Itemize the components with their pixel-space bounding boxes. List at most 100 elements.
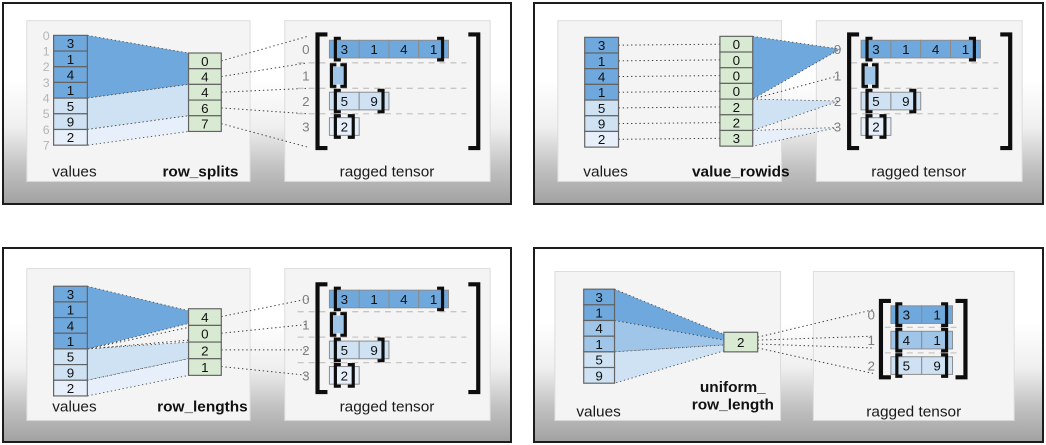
values-cell-label: 1	[67, 83, 74, 98]
param-to-tensor-connector	[757, 335, 874, 341]
row-open-bracket	[895, 302, 903, 327]
row-close-bracket	[437, 36, 445, 62]
values-cell-label: 9	[598, 117, 605, 132]
tensor-cell-label: 1	[370, 292, 377, 307]
row-close-bracket	[377, 88, 385, 114]
param-cell-label: 2	[201, 343, 208, 358]
values-cell-label: 5	[67, 350, 74, 365]
row-close-bracket	[377, 337, 385, 363]
param-cell	[719, 129, 754, 147]
tensor-cell-label: 2	[341, 120, 348, 135]
funnel-dark	[86, 34, 189, 99]
values-cell-label: 3	[67, 36, 74, 51]
values-cell	[53, 128, 88, 146]
row-close-bracket	[909, 88, 917, 114]
tensor-cell-label: 9	[370, 343, 377, 358]
tensor-row-index: 3	[302, 120, 309, 135]
funnel-dark	[752, 35, 842, 100]
row-close-bracket	[879, 114, 887, 139]
param-cell-label: 4	[201, 310, 208, 325]
param-to-tensor-connector	[757, 309, 874, 338]
row-open-bracket	[865, 114, 873, 139]
tensor-row-index: 0	[302, 292, 309, 307]
param-label: row_length	[692, 397, 774, 414]
tensor-cell-label: 5	[903, 359, 910, 374]
tensor-open-bracket	[315, 32, 328, 151]
values-cell	[53, 379, 88, 397]
param-cell-label: 2	[737, 335, 744, 350]
row-close-bracket	[941, 302, 949, 327]
values-cell-label: 3	[67, 287, 74, 302]
tensor-cell-label: 5	[341, 343, 348, 358]
values-cell	[584, 130, 620, 148]
tensor-row-index: 2	[834, 94, 841, 109]
row-open-bracket	[333, 286, 341, 312]
param-cell-label: 1	[201, 360, 208, 375]
values-cell-label: 1	[595, 306, 602, 321]
tensor-cell-label: 5	[872, 94, 879, 109]
row-open-bracket	[333, 88, 341, 114]
values-label: values	[576, 404, 621, 421]
tensor-label: ragged tensor	[871, 164, 966, 181]
tensor-row-index: 1	[302, 69, 309, 84]
values-cell-label: 1	[598, 54, 605, 69]
param-label: row_splits	[162, 164, 238, 181]
tensor-cell-label: 1	[430, 292, 437, 307]
row-open-bracket	[329, 63, 337, 88]
tensor-cell	[921, 305, 954, 324]
tensor-cell-label: 4	[903, 333, 911, 348]
value-index-label: 7	[43, 139, 50, 153]
row-close-bracket	[941, 353, 949, 378]
tensor-label: ragged tensor	[340, 399, 435, 416]
tensor-open-bracket	[315, 282, 328, 395]
value-index-label: 5	[43, 107, 50, 121]
values-cell-label: 5	[67, 99, 74, 114]
tensor-cell-label: 9	[933, 359, 940, 374]
values-cell-label: 2	[67, 130, 74, 145]
value-to-rowid-connector	[618, 122, 720, 125]
values-cell-label: 9	[67, 365, 74, 380]
tensor-label: ragged tensor	[866, 404, 961, 421]
funnel-lighter	[86, 115, 189, 146]
values-label: values	[52, 399, 97, 416]
row-open-bracket	[329, 312, 337, 337]
dotted-connector	[87, 339, 189, 350]
row-open-bracket	[333, 114, 341, 139]
row-close-bracket	[347, 114, 355, 139]
tensor-cell	[921, 330, 954, 350]
tensor-row-index: 2	[868, 359, 875, 374]
row-open-bracket	[861, 63, 869, 88]
row-close-bracket	[437, 286, 445, 312]
value-index-label: 1	[43, 45, 50, 59]
row-close-bracket	[941, 327, 949, 353]
tensor-open-bracket	[847, 32, 860, 151]
values-cell-label: 1	[67, 303, 74, 318]
funnel-light	[752, 98, 840, 132]
value-to-rowid-connector	[618, 43, 720, 46]
tensor-row-index: 1	[868, 333, 875, 348]
values-cell-label: 9	[595, 368, 602, 383]
param-label: value_rowids	[692, 164, 790, 181]
tensor-cell-label: 3	[903, 308, 910, 323]
values-cell-label: 2	[67, 381, 74, 396]
empty-row-fill	[331, 66, 346, 85]
tensor-label: ragged tensor	[340, 164, 435, 181]
param-cell-label: 0	[201, 327, 208, 342]
tensor-row-index: 0	[834, 42, 841, 57]
param-cell-label: 0	[733, 69, 740, 84]
value-to-rowid-connector	[618, 137, 720, 140]
param-cell-label: 0	[733, 84, 740, 99]
dotted-connector	[87, 326, 189, 350]
value-index-label: 6	[43, 123, 50, 137]
param-cell	[187, 358, 222, 376]
values-cell-label: 9	[67, 115, 74, 130]
tensor-close-bracket	[1000, 32, 1013, 151]
param-cell-label: 4	[201, 85, 208, 100]
tensor-close-bracket	[468, 282, 481, 395]
row-open-bracket	[333, 337, 341, 363]
